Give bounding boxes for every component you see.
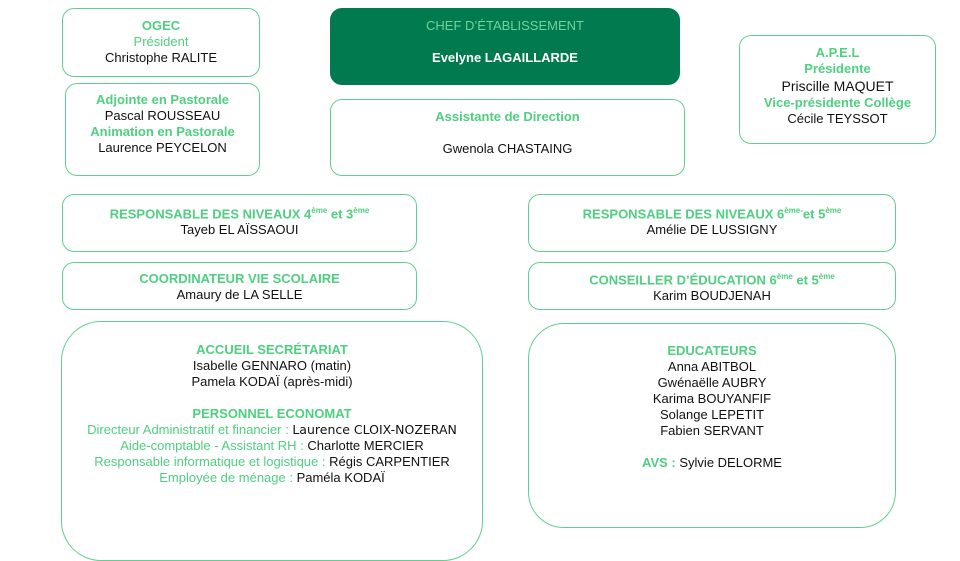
accueil-title: ACCUEIL SECRÉTARIAT <box>196 342 348 357</box>
economat-row: Responsable informatique et logistique :… <box>62 454 482 470</box>
chef-box: CHEF D’ÉTABLISSEMENT Evelyne LAGAILLARDE <box>330 8 680 85</box>
assistante-box: Assistante de Direction Gwenola CHASTAIN… <box>330 99 685 176</box>
accueil-name: Isabelle GENNARO (matin) <box>192 358 352 373</box>
economat-role: Aide-comptable - Assistant RH : <box>120 438 308 453</box>
ogec-title: OGEC <box>141 18 181 33</box>
avs-name: Sylvie DELORME <box>679 455 782 470</box>
economat-row: Employée de ménage : Paméla KODAÏ <box>62 470 482 486</box>
sup: ème <box>353 206 370 215</box>
educateur-name: Solange LEPETIT <box>659 407 765 422</box>
coord-box: COORDINATEUR VIE SCOLAIRE Amaury de LA S… <box>62 262 417 310</box>
conseiller-box: CONSEILLER D’ÉDUCATION 6ème et 5ème Kari… <box>528 262 896 310</box>
chef-title: CHEF D’ÉTABLISSEMENT <box>426 18 584 33</box>
chef-name: Evelyne LAGAILLARDE <box>432 50 578 65</box>
sup: ème <box>825 206 842 215</box>
resp65-title: RESPONSABLE DES NIVEAUX 6ème-et 5ème <box>529 203 895 222</box>
educateur-name: Anna ABITBOL <box>667 359 757 374</box>
resp65-mid: et 5 <box>802 206 826 222</box>
economat-name: Charlotte MERCIER <box>307 438 424 453</box>
assistante-title: Assistante de Direction <box>435 109 580 124</box>
sup: ème <box>311 206 328 215</box>
ogec-box: OGEC Président Christophe RALITE <box>62 8 260 77</box>
pastorale-role2: Animation en Pastorale <box>90 124 235 139</box>
educateur-name: Karima BOUYANFIF <box>652 391 772 406</box>
ogec-role: Président <box>133 34 189 49</box>
ogec-name: Christophe RALITE <box>105 50 217 65</box>
conseiller-mid: et 5 <box>792 272 819 288</box>
sup: ème <box>776 272 793 281</box>
economat-role: Directeur Administratif et financier : <box>87 422 293 437</box>
economat-name: Laurence CLOIX-NOZERAN <box>292 422 457 437</box>
economat-role: Responsable informatique et logistique : <box>94 454 330 469</box>
conseiller-title-text: CONSEILLER D’ÉDUCATION 6 <box>589 272 777 288</box>
educateur-name: Fabien SERVANT <box>660 423 764 438</box>
apel-title: A.P.E.L <box>815 45 860 60</box>
pastorale-role1: Adjointe en Pastorale <box>96 92 229 107</box>
pastorale-box: Adjointe en Pastorale Pascal ROUSSEAU An… <box>65 83 260 176</box>
apel-role1: Présidente <box>804 61 871 76</box>
accueil-box: ACCUEIL SECRÉTARIAT Isabelle GENNARO (ma… <box>61 321 483 561</box>
resp65-name: Amélie DE LUSSIGNY <box>646 222 778 238</box>
sup: ème <box>818 272 835 281</box>
educateurs-box: EDUCATEURS Anna ABITBOL Gwénaëlle AUBRY … <box>528 323 896 528</box>
resp43-mid: et 3 <box>327 206 354 222</box>
pastorale-name1: Pascal ROUSSEAU <box>104 108 221 123</box>
resp43-title-text: RESPONSABLE DES NIVEAUX 4 <box>109 206 312 222</box>
educateur-name: Gwénaëlle AUBRY <box>657 375 767 390</box>
resp43-box: RESPONSABLE DES NIVEAUX 4ème et 3ème Tay… <box>62 194 417 252</box>
conseiller-title: CONSEILLER D’ÉDUCATION 6ème et 5ème <box>529 269 895 288</box>
assistante-name: Gwenola CHASTAING <box>442 141 573 156</box>
resp65-title-text: RESPONSABLE DES NIVEAUX 6 <box>582 206 785 222</box>
economat-name: Régis CARPENTIER <box>329 454 450 469</box>
avs-row: AVS : Sylvie DELORME <box>529 455 895 471</box>
apel-name2: Cécile TEYSSOT <box>787 111 888 126</box>
economat-title: PERSONNEL ECONOMAT <box>192 406 352 421</box>
coord-name: Amaury de LA SELLE <box>176 287 303 302</box>
economat-name: Paméla KODAÏ <box>296 470 385 485</box>
avs-label: AVS : <box>642 455 680 470</box>
sup: ème- <box>784 206 803 215</box>
coord-title: COORDINATEUR VIE SCOLAIRE <box>139 271 340 286</box>
pastorale-name2: Laurence PEYCELON <box>98 140 227 155</box>
accueil-name: Pamela KODAÏ (après-midi) <box>191 374 353 389</box>
educateurs-title: EDUCATEURS <box>667 343 757 358</box>
apel-box: A.P.E.L Présidente Priscille MAQUET Vice… <box>739 35 936 144</box>
economat-row: Aide-comptable - Assistant RH : Charlott… <box>62 438 482 454</box>
resp43-title: RESPONSABLE DES NIVEAUX 4ème et 3ème <box>63 203 416 222</box>
apel-role2: Vice-présidente Collège <box>763 95 912 110</box>
resp65-box: RESPONSABLE DES NIVEAUX 6ème-et 5ème Amé… <box>528 194 896 252</box>
conseiller-name: Karim BOUDJENAH <box>653 288 771 304</box>
economat-role: Employée de ménage : <box>159 470 297 485</box>
apel-name1: Priscille MAQUET <box>781 78 894 94</box>
resp43-name: Tayeb EL AÏSSAOUI <box>180 222 299 238</box>
economat-row: Directeur Administratif et financier : L… <box>62 422 482 438</box>
